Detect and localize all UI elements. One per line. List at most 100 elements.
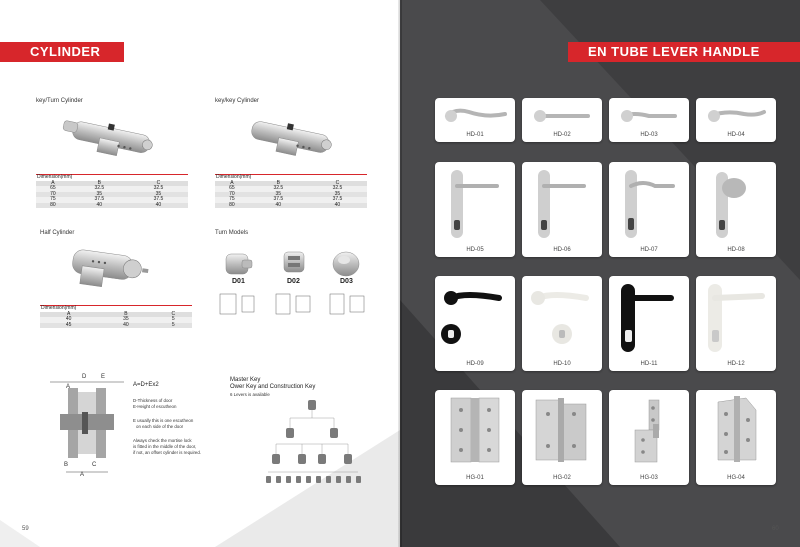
product-code: HD-06 bbox=[553, 247, 571, 253]
half-cylinder-dimension-table: Dimension(mm) A B C 40 35 5 45 40 5 bbox=[40, 305, 192, 328]
lever-handle-image bbox=[534, 110, 590, 122]
product-code: HG-03 bbox=[640, 475, 658, 481]
lever-handle-banner: EN TUBE LEVER HANDLE bbox=[568, 42, 800, 62]
product-code: HD-01 bbox=[466, 132, 484, 138]
product-card[interactable]: HD-11 bbox=[609, 276, 689, 371]
turn-models-images bbox=[225, 251, 360, 277]
product-card[interactable]: HD-09 bbox=[435, 276, 515, 371]
table-cell: 80 bbox=[215, 202, 249, 208]
turn-model-label: D03 bbox=[340, 278, 353, 285]
table-row: 75 37.5 37.5 bbox=[215, 196, 367, 203]
product-card[interactable]: HD-08 bbox=[696, 162, 776, 257]
table-cell: 35 bbox=[128, 191, 188, 197]
left-background-shape bbox=[0, 430, 400, 547]
half-cylinder-image bbox=[72, 249, 149, 287]
white-plate-lever-image bbox=[708, 284, 765, 352]
table-cell: 35 bbox=[307, 191, 367, 197]
note-line: if not, an offset cylinder is required. bbox=[133, 450, 202, 455]
product-code: HD-03 bbox=[640, 132, 658, 138]
table-row: 80 40 40 bbox=[36, 202, 188, 208]
note-line: is fitted in the middle of the door, bbox=[133, 444, 197, 449]
flag-hinge-image bbox=[717, 396, 757, 462]
black-plate-lever-image bbox=[621, 284, 674, 352]
product-card[interactable]: HD-02 bbox=[522, 98, 602, 142]
product-card[interactable]: HD-01 bbox=[435, 98, 515, 142]
table-row: 65 32.5 32.5 bbox=[215, 185, 367, 192]
table-caption: Dimension(mm) bbox=[36, 174, 188, 181]
plate-handle-image bbox=[538, 170, 586, 238]
lever-handle-image bbox=[621, 110, 677, 122]
plate-handle-image bbox=[625, 170, 675, 238]
table-cell: 40 bbox=[128, 202, 188, 208]
product-code: HD-05 bbox=[466, 247, 484, 253]
table-header: B bbox=[69, 180, 129, 186]
turn-knob-d02 bbox=[283, 251, 305, 273]
product-code: HG-02 bbox=[553, 475, 571, 481]
lever-handle-image bbox=[445, 108, 507, 122]
table-cell: 32.5 bbox=[128, 185, 188, 192]
table-cell: 35 bbox=[69, 191, 129, 197]
key-key-title: key/key Cylinder bbox=[215, 98, 260, 104]
note-line: D-Thickness of door bbox=[133, 398, 173, 403]
table-row: 70 35 35 bbox=[215, 191, 367, 197]
key-turn-dimension-table: Dimension(mm) A B C 65 32.5 32.5 70 35 3… bbox=[36, 174, 188, 208]
table-cell: 40 bbox=[307, 202, 367, 208]
product-card[interactable]: HG-01 bbox=[435, 390, 515, 485]
table-cell: 40 bbox=[40, 316, 98, 323]
table-row: 40 35 5 bbox=[40, 316, 192, 323]
table-cell: 37.5 bbox=[307, 196, 367, 203]
product-card[interactable]: HD-06 bbox=[522, 162, 602, 257]
plate-handle-image bbox=[451, 170, 499, 238]
table-cell: 70 bbox=[215, 191, 249, 197]
product-code: HG-01 bbox=[466, 475, 484, 481]
diagram-letter-a: A bbox=[66, 384, 71, 390]
half-cylinder-title: Half Cylinder bbox=[40, 230, 75, 236]
product-card[interactable]: HD-10 bbox=[522, 276, 602, 371]
diagram-letter-a: A bbox=[80, 472, 85, 478]
product-code: HD-04 bbox=[727, 132, 745, 138]
hinge-image bbox=[450, 397, 500, 463]
table-row: 75 37.5 37.5 bbox=[36, 196, 188, 203]
product-card[interactable]: HG-04 bbox=[696, 390, 776, 485]
turn-knob-d03 bbox=[332, 251, 360, 277]
table-cell: 35 bbox=[97, 316, 155, 323]
right-page: EN TUBE LEVER HANDLE HD-01 HD-02 HD-03 H… bbox=[400, 0, 800, 547]
dimension-formula: A=D+Ex2 bbox=[133, 382, 159, 388]
page-number-left: 59 bbox=[22, 526, 29, 532]
master-key-title: Master Key bbox=[230, 377, 261, 383]
turn-model-label: D01 bbox=[232, 278, 245, 285]
product-card[interactable]: HD-04 bbox=[696, 98, 776, 142]
left-page: CYLINDER key/Turn Cylinder Dimension(mm)… bbox=[0, 0, 400, 547]
product-card[interactable]: HD-07 bbox=[609, 162, 689, 257]
product-code: HD-11 bbox=[640, 361, 658, 367]
table-cell: 40 bbox=[97, 322, 155, 328]
black-lever-image bbox=[441, 291, 502, 344]
key-turn-title: key/Turn Cylinder bbox=[36, 98, 83, 104]
table-cell: 37.5 bbox=[69, 196, 129, 203]
table-cell: 32.5 bbox=[69, 185, 129, 192]
table-cell: 70 bbox=[36, 191, 70, 197]
table-cell: 32.5 bbox=[307, 185, 367, 192]
table-row: 70 35 35 bbox=[36, 191, 188, 197]
table-cell: 32.5 bbox=[248, 185, 308, 192]
white-lever-image bbox=[531, 291, 589, 344]
product-card[interactable]: HG-03 bbox=[609, 390, 689, 485]
master-key-subtitle: Ower Key and Construction Key bbox=[230, 384, 316, 390]
table-header: C bbox=[128, 180, 188, 186]
product-code: HD-07 bbox=[640, 247, 658, 253]
levers-note: 6 Levers is available bbox=[230, 392, 270, 397]
table-cell: 5 bbox=[154, 322, 192, 328]
product-card[interactable]: HD-05 bbox=[435, 162, 515, 257]
product-code: HD-10 bbox=[553, 361, 571, 367]
table-cell: 37.5 bbox=[128, 196, 188, 203]
table-caption: Dimension(mm) bbox=[40, 305, 192, 312]
master-key-tree-diagram bbox=[266, 400, 361, 483]
product-card[interactable]: HD-12 bbox=[696, 276, 776, 371]
turn-knob-d01 bbox=[225, 253, 253, 275]
product-card[interactable]: HG-02 bbox=[522, 390, 602, 485]
table-header: A bbox=[40, 311, 98, 317]
product-card[interactable]: HD-03 bbox=[609, 98, 689, 142]
table-row: 80 40 40 bbox=[215, 202, 367, 208]
table-cell: 5 bbox=[154, 316, 192, 323]
